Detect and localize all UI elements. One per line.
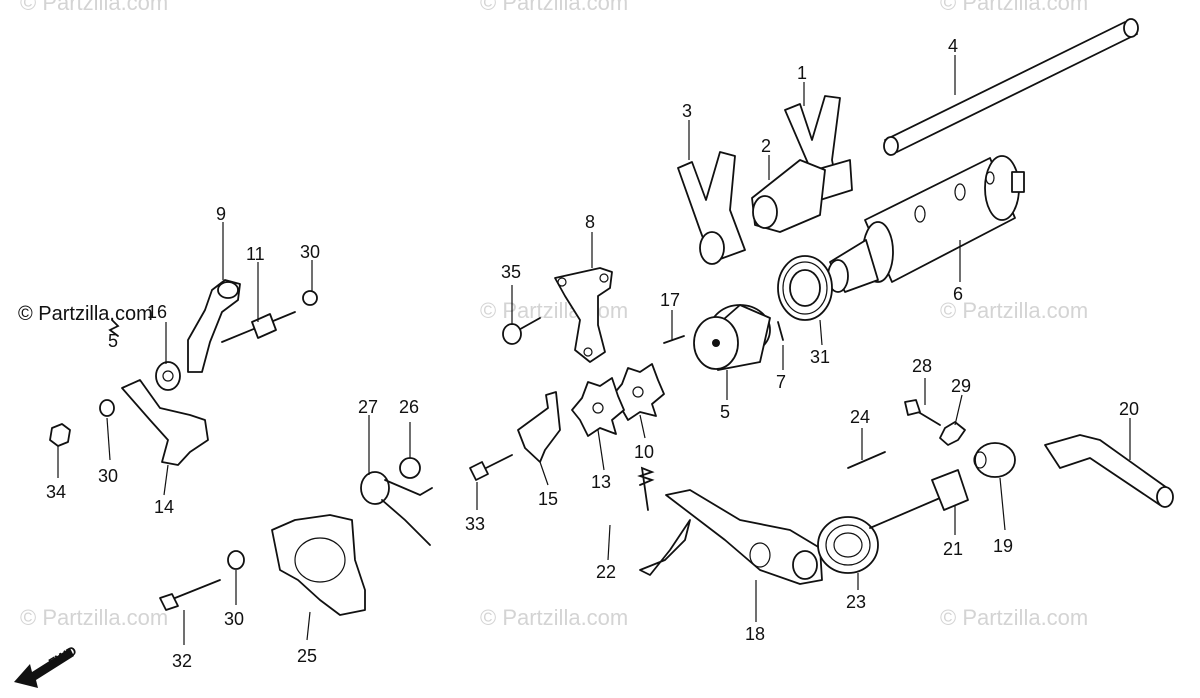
part-8-plate xyxy=(554,267,613,363)
callouts: 1 2 3 4 5 6 7 8 9 10 11 13 14 15 16 17 1… xyxy=(46,36,1139,671)
watermark: © Partzilla.com xyxy=(480,0,628,15)
watermarks: © Partzilla.com © Partzilla.com © Partzi… xyxy=(20,0,1088,630)
part-5-drum-center xyxy=(693,304,771,371)
callout-7: 7 xyxy=(776,372,786,392)
part-5-spring xyxy=(108,319,120,337)
callout-3: 3 xyxy=(682,101,692,121)
part-7-pin xyxy=(777,321,784,341)
callout-24: 24 xyxy=(850,407,870,427)
watermark: © Partzilla.com xyxy=(940,605,1088,630)
part-24-bolt xyxy=(847,451,886,469)
callout-22: 22 xyxy=(596,562,616,582)
callout-30: 30 xyxy=(224,609,244,629)
leader-lines xyxy=(57,55,1131,645)
part-22-pawl xyxy=(639,519,691,576)
callout-28: 28 xyxy=(912,356,932,376)
callout-20: 20 xyxy=(1119,399,1139,419)
part-6-shift-drum xyxy=(827,155,1025,293)
watermark: © Partzilla.com xyxy=(480,298,628,323)
part-17-pin xyxy=(663,335,685,344)
callout-18: 18 xyxy=(745,624,765,644)
callout-15: 15 xyxy=(538,489,558,509)
part-34-nut xyxy=(49,423,71,447)
callout-33: 33 xyxy=(465,514,485,534)
callout-30: 30 xyxy=(98,466,118,486)
part-23-spring xyxy=(817,516,879,574)
part-30-washer xyxy=(302,290,318,306)
callout-5: 5 xyxy=(720,402,730,422)
callout-30: 30 xyxy=(300,242,320,262)
callout-8: 8 xyxy=(585,212,595,232)
part-10-star-plate xyxy=(611,363,665,421)
part-18-lever-plate xyxy=(665,489,823,585)
callout-14: 14 xyxy=(154,497,174,517)
part-27-spring xyxy=(360,471,433,546)
part-9-arm xyxy=(187,279,241,373)
callout-11: 11 xyxy=(246,244,265,264)
callout-10: 10 xyxy=(634,442,654,462)
part-25-plate xyxy=(271,514,366,616)
part-14-shift-arm xyxy=(121,379,209,466)
callout-32: 32 xyxy=(172,651,192,671)
part-32-bolt xyxy=(159,579,221,611)
part-28-bolt xyxy=(904,399,941,426)
part-13-star-plate xyxy=(571,377,625,437)
part-20-shift-shaft xyxy=(1044,434,1174,508)
part-31-bearing xyxy=(777,255,833,321)
callout-27: 27 xyxy=(358,397,378,417)
callout-4: 4 xyxy=(948,36,958,56)
callout-9: 9 xyxy=(216,204,226,224)
watermark: © Partzilla.com xyxy=(20,605,168,630)
callout-35: 35 xyxy=(501,262,521,282)
callout-26: 26 xyxy=(399,397,419,417)
part-29-star xyxy=(939,421,966,446)
part-22-spring xyxy=(637,466,655,511)
callout-6: 6 xyxy=(953,284,963,304)
callout-2: 2 xyxy=(761,136,771,156)
part-4-fork-shaft xyxy=(883,18,1139,156)
callout-21: 21 xyxy=(943,539,963,559)
part-19-collar xyxy=(973,442,1016,478)
callout-23: 23 xyxy=(846,592,866,612)
part-30-washer xyxy=(227,550,245,570)
watermark: © Partzilla.com xyxy=(940,298,1088,323)
direction-label: FWD xyxy=(46,643,79,671)
part-16-collar xyxy=(155,361,181,391)
part-21-shaft xyxy=(869,469,969,529)
watermark-dark: © Partzilla.com xyxy=(18,303,153,325)
callout-1: 1 xyxy=(797,63,807,83)
part-26-collar xyxy=(399,457,421,479)
callout-34: 34 xyxy=(46,482,66,502)
callout-13: 13 xyxy=(591,472,611,492)
part-2-shift-fork xyxy=(751,159,826,233)
part-33-bolt xyxy=(469,454,513,481)
part-15-bracket xyxy=(517,391,561,463)
watermark: © Partzilla.com xyxy=(480,605,628,630)
callout-5-left: 5 xyxy=(108,331,118,351)
part-3-shift-fork xyxy=(677,151,746,265)
callout-19: 19 xyxy=(993,536,1013,556)
callout-17: 17 xyxy=(660,290,680,310)
callout-31: 31 xyxy=(810,347,830,367)
watermark: © Partzilla.com xyxy=(940,0,1088,15)
watermark: © Partzilla.com xyxy=(20,0,168,15)
callout-16: 16 xyxy=(147,302,167,322)
callout-25: 25 xyxy=(297,646,317,666)
fwd-arrow-icon xyxy=(14,648,74,688)
callout-29: 29 xyxy=(951,376,971,396)
part-30-washer xyxy=(99,399,115,417)
